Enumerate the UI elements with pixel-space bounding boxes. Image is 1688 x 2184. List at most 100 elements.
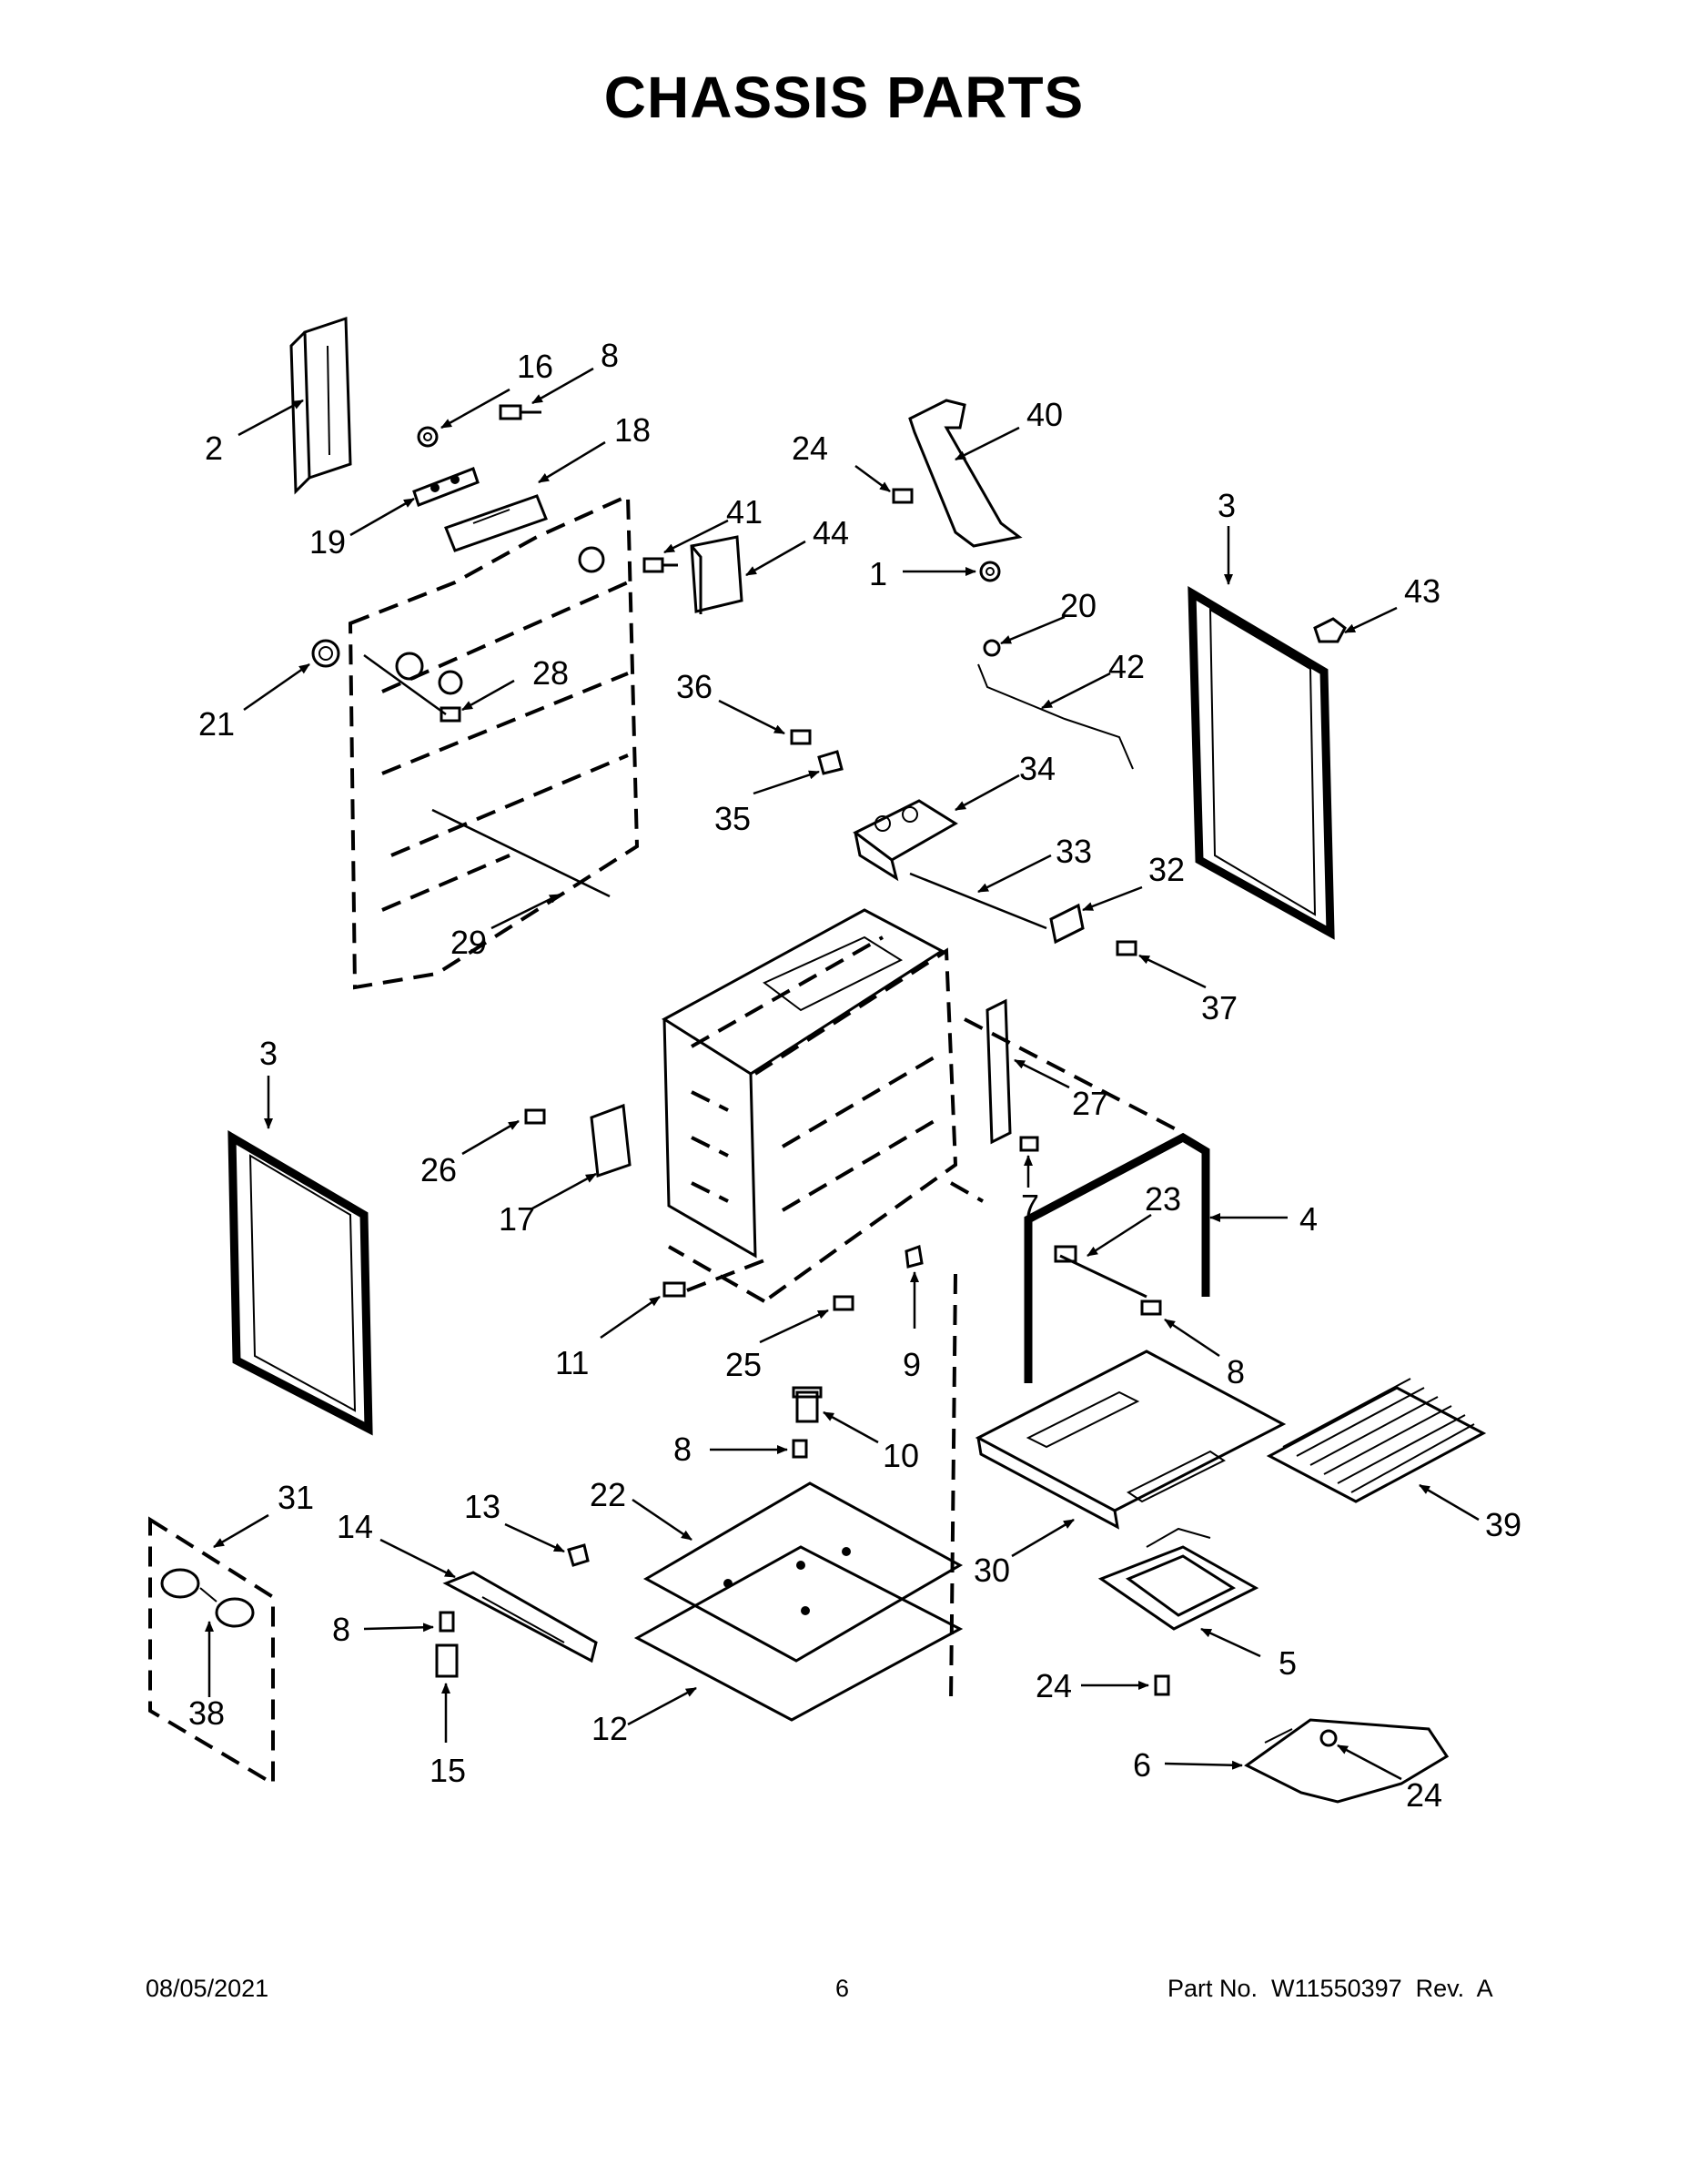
part-32-bracket: [1049, 903, 1085, 945]
callout-26: 26: [420, 1151, 457, 1188]
callout-35: 35: [714, 800, 751, 837]
part-24-screw-lower: [1154, 1674, 1170, 1696]
callout-9: 9: [903, 1346, 921, 1383]
callout-20: 20: [1060, 587, 1097, 624]
part-8-screw-mid: [1140, 1299, 1162, 1316]
callout-21: 21: [198, 705, 235, 743]
rear-panel: [348, 492, 640, 990]
callout-13: 13: [464, 1488, 500, 1525]
part-14-hinge-receiver: [442, 1571, 598, 1663]
callout-11: 11: [555, 1344, 589, 1381]
part-15-leveling-leg: [435, 1643, 459, 1678]
part-8-screw-lower: [792, 1439, 808, 1459]
callout-42: 42: [1108, 648, 1145, 685]
part-31-knob-group: [148, 1516, 275, 1787]
callout-31: 31: [278, 1479, 314, 1516]
callout-38: 38: [188, 1694, 225, 1732]
callout-4: 4: [1299, 1200, 1318, 1238]
callout-18: 18: [614, 411, 651, 449]
part-18-terminal-block: [444, 494, 548, 552]
callout-32: 32: [1148, 851, 1185, 888]
callout-1: 1: [869, 555, 887, 592]
part-37-screw: [1116, 940, 1137, 956]
part-3-side-panel-right: [1188, 585, 1335, 940]
callout-12: 12: [591, 1710, 628, 1747]
part-26-screw: [524, 1108, 546, 1125]
part-11-screw: [662, 1281, 686, 1298]
footer-page-number: 6: [835, 1975, 850, 2002]
part-13-clip: [567, 1543, 590, 1567]
callout-25: 25: [725, 1346, 762, 1383]
callout-3-left: 3: [259, 1035, 278, 1072]
callout-29: 29: [450, 924, 487, 961]
part-21-grommet: [311, 639, 340, 668]
part-35-bracket: [817, 750, 844, 775]
part-22-bake-plate: [642, 1481, 964, 1663]
callout-24-lower: 24: [1036, 1667, 1072, 1704]
callout-3-right: 3: [1218, 487, 1236, 524]
callout-8-bottom: 8: [332, 1611, 350, 1648]
callout-36: 36: [676, 668, 713, 705]
part-43-clip: [1313, 617, 1347, 643]
callout-10: 10: [883, 1437, 919, 1474]
callout-22: 22: [590, 1476, 626, 1513]
callout-40: 40: [1026, 396, 1063, 433]
callout-7: 7: [1021, 1188, 1039, 1225]
page-title: CHASSIS PARTS: [603, 65, 1085, 130]
part-16-nut: [417, 426, 439, 448]
callout-19: 19: [309, 523, 346, 561]
part-30-bottom-panel: [975, 1350, 1287, 1530]
part-8-screw-bottom: [439, 1611, 455, 1633]
callout-39: 39: [1485, 1506, 1521, 1543]
part-36-screw: [790, 729, 812, 745]
part-42-harness: [977, 663, 1134, 770]
callout-labels: 2 16 8 18 19 21 28 29 41 44 24 40 1 20 4…: [188, 337, 1521, 1814]
callout-43: 43: [1404, 572, 1440, 610]
part-7-screw: [1019, 1136, 1039, 1152]
part-8-screw-top: [499, 404, 541, 420]
part-4-gasket: [1024, 1132, 1210, 1383]
callout-27: 27: [1072, 1085, 1108, 1122]
part-20-clip: [983, 639, 1001, 657]
part-3-side-panel-left: [227, 1130, 373, 1436]
part-5-bake-element: [1097, 1527, 1259, 1631]
part-40-handle: [908, 399, 1023, 548]
callout-24-bottom: 24: [1406, 1776, 1442, 1814]
part-19-bracket: [412, 467, 480, 507]
part-24-screw-top: [892, 488, 914, 504]
callout-44: 44: [813, 514, 849, 551]
callout-23: 23: [1145, 1180, 1181, 1218]
part-17-bracket: [590, 1103, 632, 1178]
part-12-bottom-tray: [633, 1545, 964, 1722]
callout-33: 33: [1056, 833, 1092, 870]
part-41-screw: [642, 557, 678, 573]
callout-30: 30: [974, 1552, 1010, 1589]
part-27-hinge-bracket: [986, 998, 1012, 1145]
footer-date: 08/05/2021: [146, 1975, 269, 2002]
part-2-bracket: [289, 316, 352, 495]
callout-28: 28: [532, 654, 569, 692]
callout-14: 14: [337, 1508, 373, 1545]
part-44-bracket: [690, 535, 743, 614]
part-23-sensor: [1054, 1245, 1147, 1299]
part-1-nut: [979, 561, 1001, 582]
callout-8: 8: [601, 337, 619, 374]
part-34-switch-assembly: [853, 799, 958, 882]
callout-34: 34: [1019, 750, 1056, 787]
part-6-broil-element: [1244, 1718, 1450, 1804]
part-28-pin: [440, 706, 461, 723]
callout-41: 41: [726, 493, 763, 531]
callout-6: 6: [1133, 1746, 1151, 1784]
callout-16: 16: [517, 348, 553, 385]
part-25-screw: [833, 1295, 854, 1311]
part-39-rack: [1266, 1378, 1487, 1503]
part-10-leveler: [792, 1386, 823, 1423]
callout-5: 5: [1279, 1644, 1297, 1682]
callout-8-lower: 8: [673, 1431, 692, 1468]
callout-17: 17: [499, 1200, 535, 1238]
oven-cavity: [662, 908, 958, 1303]
part-9-clip: [905, 1244, 924, 1269]
footer-part-info: Part No. W11550397 Rev. A: [1167, 1975, 1493, 2002]
callout-2: 2: [205, 430, 223, 467]
